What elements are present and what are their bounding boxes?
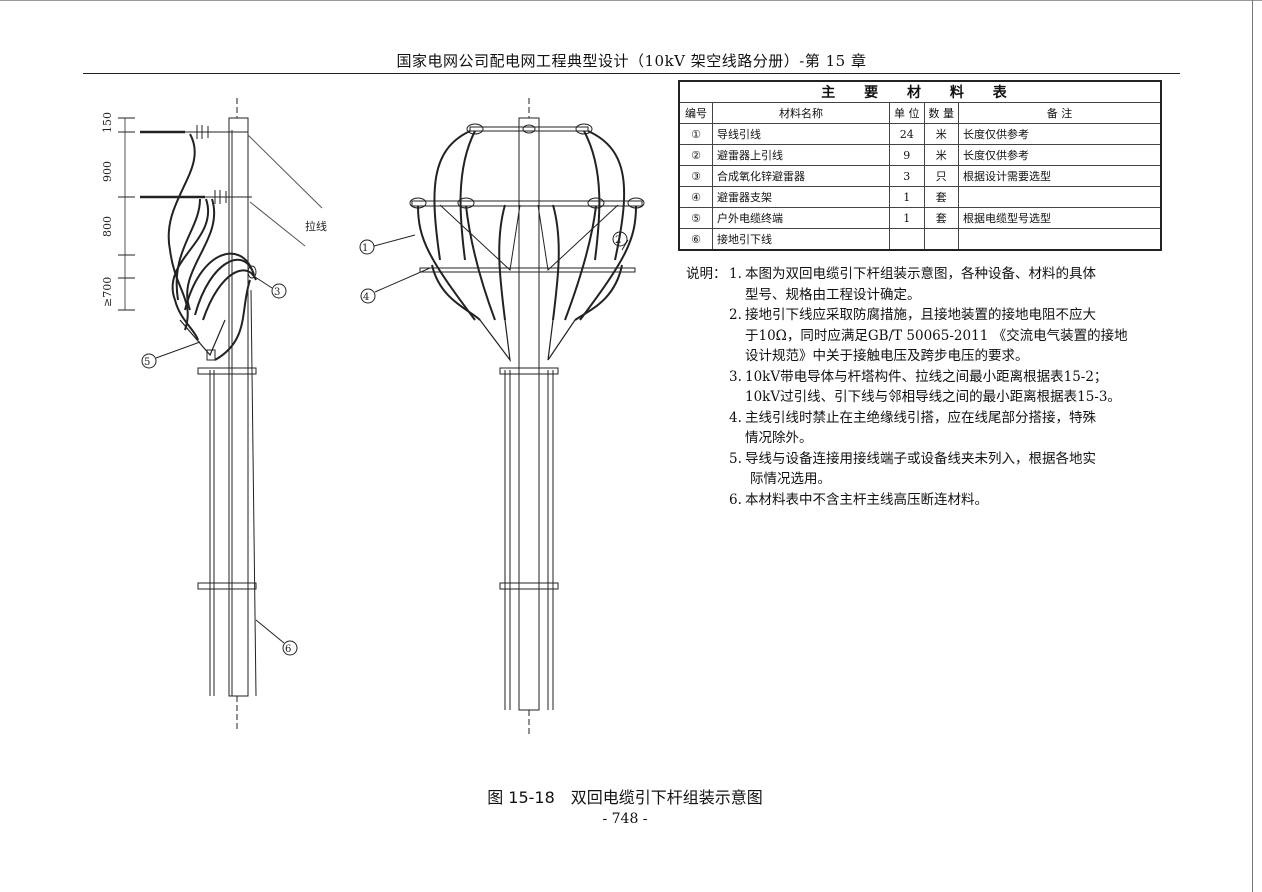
note-line: 10kV带电导体与杆塔构件、拉线之间最小距离根据表15-2； (745, 368, 1108, 385)
cell: ② (678, 144, 713, 166)
cell: 避雷器上引线 (712, 144, 890, 166)
dim-800: 800 (101, 216, 114, 237)
cell: 套 (923, 207, 959, 229)
insulators (196, 125, 227, 204)
front-view: 1 2 4 (359, 98, 645, 735)
note-line: 际情况选用。 (750, 471, 831, 487)
note-5: 5.导线与设备连接用接线端子或设备线夹未列入，根据各地实际情况选用。 (686, 449, 1129, 490)
figure-caption: 图 15-18 双回电缆引下杆组装示意图 (487, 788, 763, 807)
page-number: - 748 - (602, 811, 648, 827)
note-line: 本材料表中不含主杆主线高压断连材料。 (745, 491, 988, 508)
cell: ⑥ (678, 228, 713, 251)
cell: 套 (923, 186, 959, 208)
cell: 1 (889, 207, 925, 229)
note-line: 设计规范》中关于接触电压及跨步电压的要求。 (745, 348, 1029, 364)
note-number: 5. (729, 450, 742, 467)
cell (889, 228, 925, 251)
note-line: 本图为双回电缆引下杆组装示意图，各种设备、材料的具体 (745, 266, 1096, 282)
note-line: 接地引下线应采取防腐措施，且接地装置的接地电阻不应大 (745, 307, 1096, 323)
cell: ① (678, 123, 713, 145)
page-border-right (1252, 0, 1253, 892)
table-header: 编号 材料名称 单 位 数 量 备 注 (678, 102, 1162, 124)
note-number: 6. (729, 491, 742, 508)
col-header: 数 量 (923, 102, 959, 124)
cell: 米 (923, 144, 959, 166)
col-header: 单 位 (889, 102, 925, 124)
cell: 接地引下线 (712, 228, 890, 251)
cell: 根据设计需要选型 (958, 165, 1162, 187)
callout-2: 2 (615, 235, 621, 246)
note-line: 主线引线时禁止在主绝缘线引搭，应在线尾部分搭接，特殊 (745, 409, 1096, 426)
callout-5: 5 (144, 357, 150, 368)
page-header: 国家电网公司配电网工程典型设计（10kV 架空线路分册）-第 15 章 (396, 52, 867, 70)
callout-4: 4 (363, 292, 369, 303)
note-1: 1.本图为双回电缆引下杆组装示意图，各种设备、材料的具体型号、规格由工程设计确定… (686, 264, 1129, 305)
cell: 24 (889, 123, 925, 145)
cell: ④ (678, 186, 713, 208)
callout-3-side: 3 (274, 287, 280, 298)
note-line: 于10Ω，同时应满足GB/T 50065-2011 《交流电气装置的接地 (745, 327, 1128, 344)
pole-side (228, 117, 249, 697)
col-header: 备 注 (958, 102, 1162, 124)
cell: 米 (923, 123, 959, 145)
note-line: 10kV过引线、引下线与邻相导线之间的最小距离根据表15-3。 (745, 389, 1121, 405)
cell: 户外电缆终端 (712, 207, 890, 229)
cell: 导线引线 (712, 123, 890, 145)
col-header: 编号 (678, 102, 713, 124)
dim-150: 150 (101, 112, 114, 133)
callout-1: 1 (362, 243, 368, 254)
note-4: 4.主线引线时禁止在主绝缘线引搭，应在线尾部分搭接，特殊情况除外。 (686, 408, 1129, 449)
notes-label: 说明： (686, 266, 727, 282)
cell: 长度仅供参考 (958, 123, 1162, 145)
cell: 根据电缆型号选型 (958, 207, 1162, 229)
cell: ③ (678, 165, 713, 187)
cell (923, 228, 959, 251)
side-view: 拉线 150 900 800 ≥700 3 5 6 (101, 98, 327, 730)
note-2: 2.接地引下线应采取防腐措施，且接地装置的接地电阻不应大于10Ω，同时应满足GB… (686, 305, 1129, 367)
note-number: 2. (729, 307, 742, 323)
note-line: 型号、规格由工程设计确定。 (745, 286, 921, 303)
cell (958, 186, 1162, 208)
note-line: 导线与设备连接用接线端子或设备线夹未列入，根据各地实 (745, 450, 1096, 467)
cell: 长度仅供参考 (958, 144, 1162, 166)
callout-6: 6 (285, 644, 291, 655)
note-number: 4. (729, 409, 742, 426)
guy-wire-label: 拉线 (305, 219, 327, 233)
dim-900: 900 (101, 161, 114, 182)
cell: 9 (889, 144, 925, 166)
cell: 只 (923, 165, 959, 187)
header-rule (83, 73, 1180, 74)
page-border-top (0, 0, 1262, 1)
note-number: 1. (729, 266, 742, 282)
note-6: 6.本材料表中不含主杆主线高压断连材料。 (686, 490, 1129, 511)
pole-front (518, 117, 540, 711)
cell (958, 228, 1162, 251)
cell: 合成氧化锌避雷器 (712, 165, 890, 187)
note-number: 3. (729, 368, 742, 385)
cell: 避雷器支架 (712, 186, 890, 208)
cell: 1 (889, 186, 925, 208)
dim-700: ≥700 (101, 277, 114, 307)
note-line: 情况除外。 (745, 430, 813, 446)
col-header: 材料名称 (712, 102, 890, 124)
cell: ⑤ (678, 207, 713, 229)
notes: 说明： 1.本图为双回电缆引下杆组装示意图，各种设备、材料的具体型号、规格由工程… (686, 264, 1129, 510)
table-title: 主 要 材 料 表 (678, 80, 1162, 103)
note-3: 3.10kV带电导体与杆塔构件、拉线之间最小距离根据表15-2； 10kV过引线、… (686, 367, 1129, 408)
cell: 3 (889, 165, 925, 187)
